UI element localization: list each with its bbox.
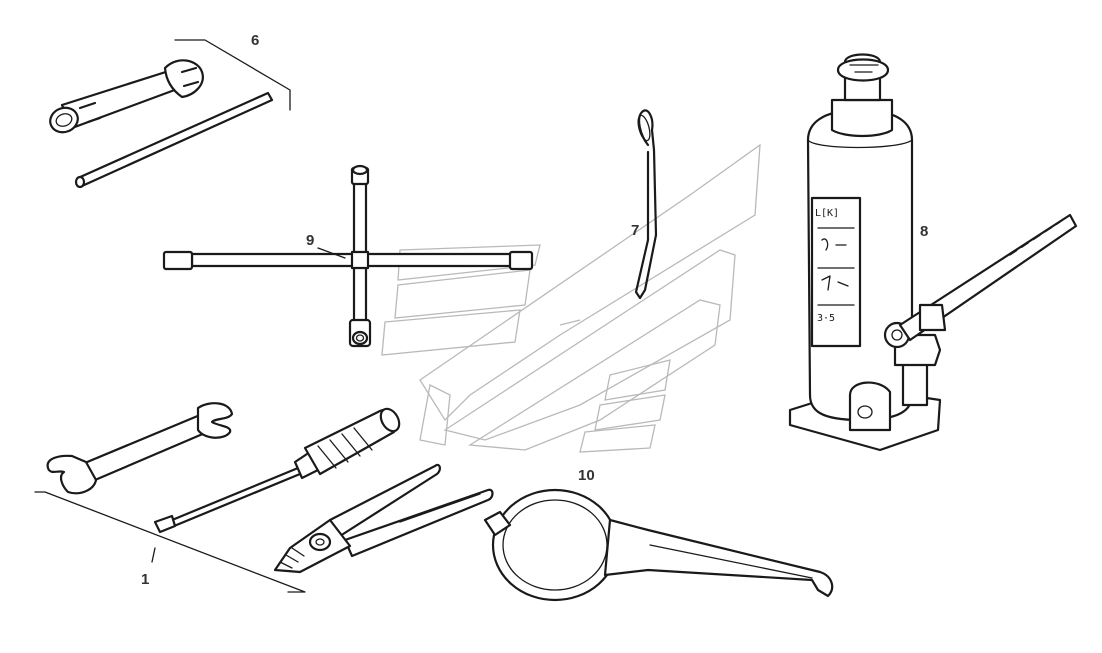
open-end-spanner bbox=[46, 402, 234, 495]
wheel-brace bbox=[162, 164, 534, 348]
funnel bbox=[483, 488, 834, 602]
bottle-jack bbox=[788, 53, 1078, 452]
leader-9 bbox=[317, 247, 346, 259]
watermark-logo bbox=[381, 143, 761, 453]
jack-label-top: L[K] bbox=[815, 208, 840, 219]
callout-9: 9 bbox=[306, 232, 315, 249]
socket-spanner bbox=[49, 39, 291, 134]
callout-1: 1 bbox=[141, 571, 150, 588]
spanner-group-bracket bbox=[34, 491, 306, 593]
screwdriver bbox=[153, 407, 401, 534]
callout-6: 6 bbox=[251, 32, 260, 49]
callout-8: 8 bbox=[920, 223, 929, 240]
pliers bbox=[273, 463, 494, 574]
hook-tool bbox=[634, 109, 658, 300]
callout-10: 10 bbox=[578, 467, 595, 484]
tommy-bar bbox=[74, 91, 274, 189]
callout-7: 7 bbox=[631, 222, 640, 239]
jack-label-bottom: 3·5 bbox=[817, 313, 836, 324]
